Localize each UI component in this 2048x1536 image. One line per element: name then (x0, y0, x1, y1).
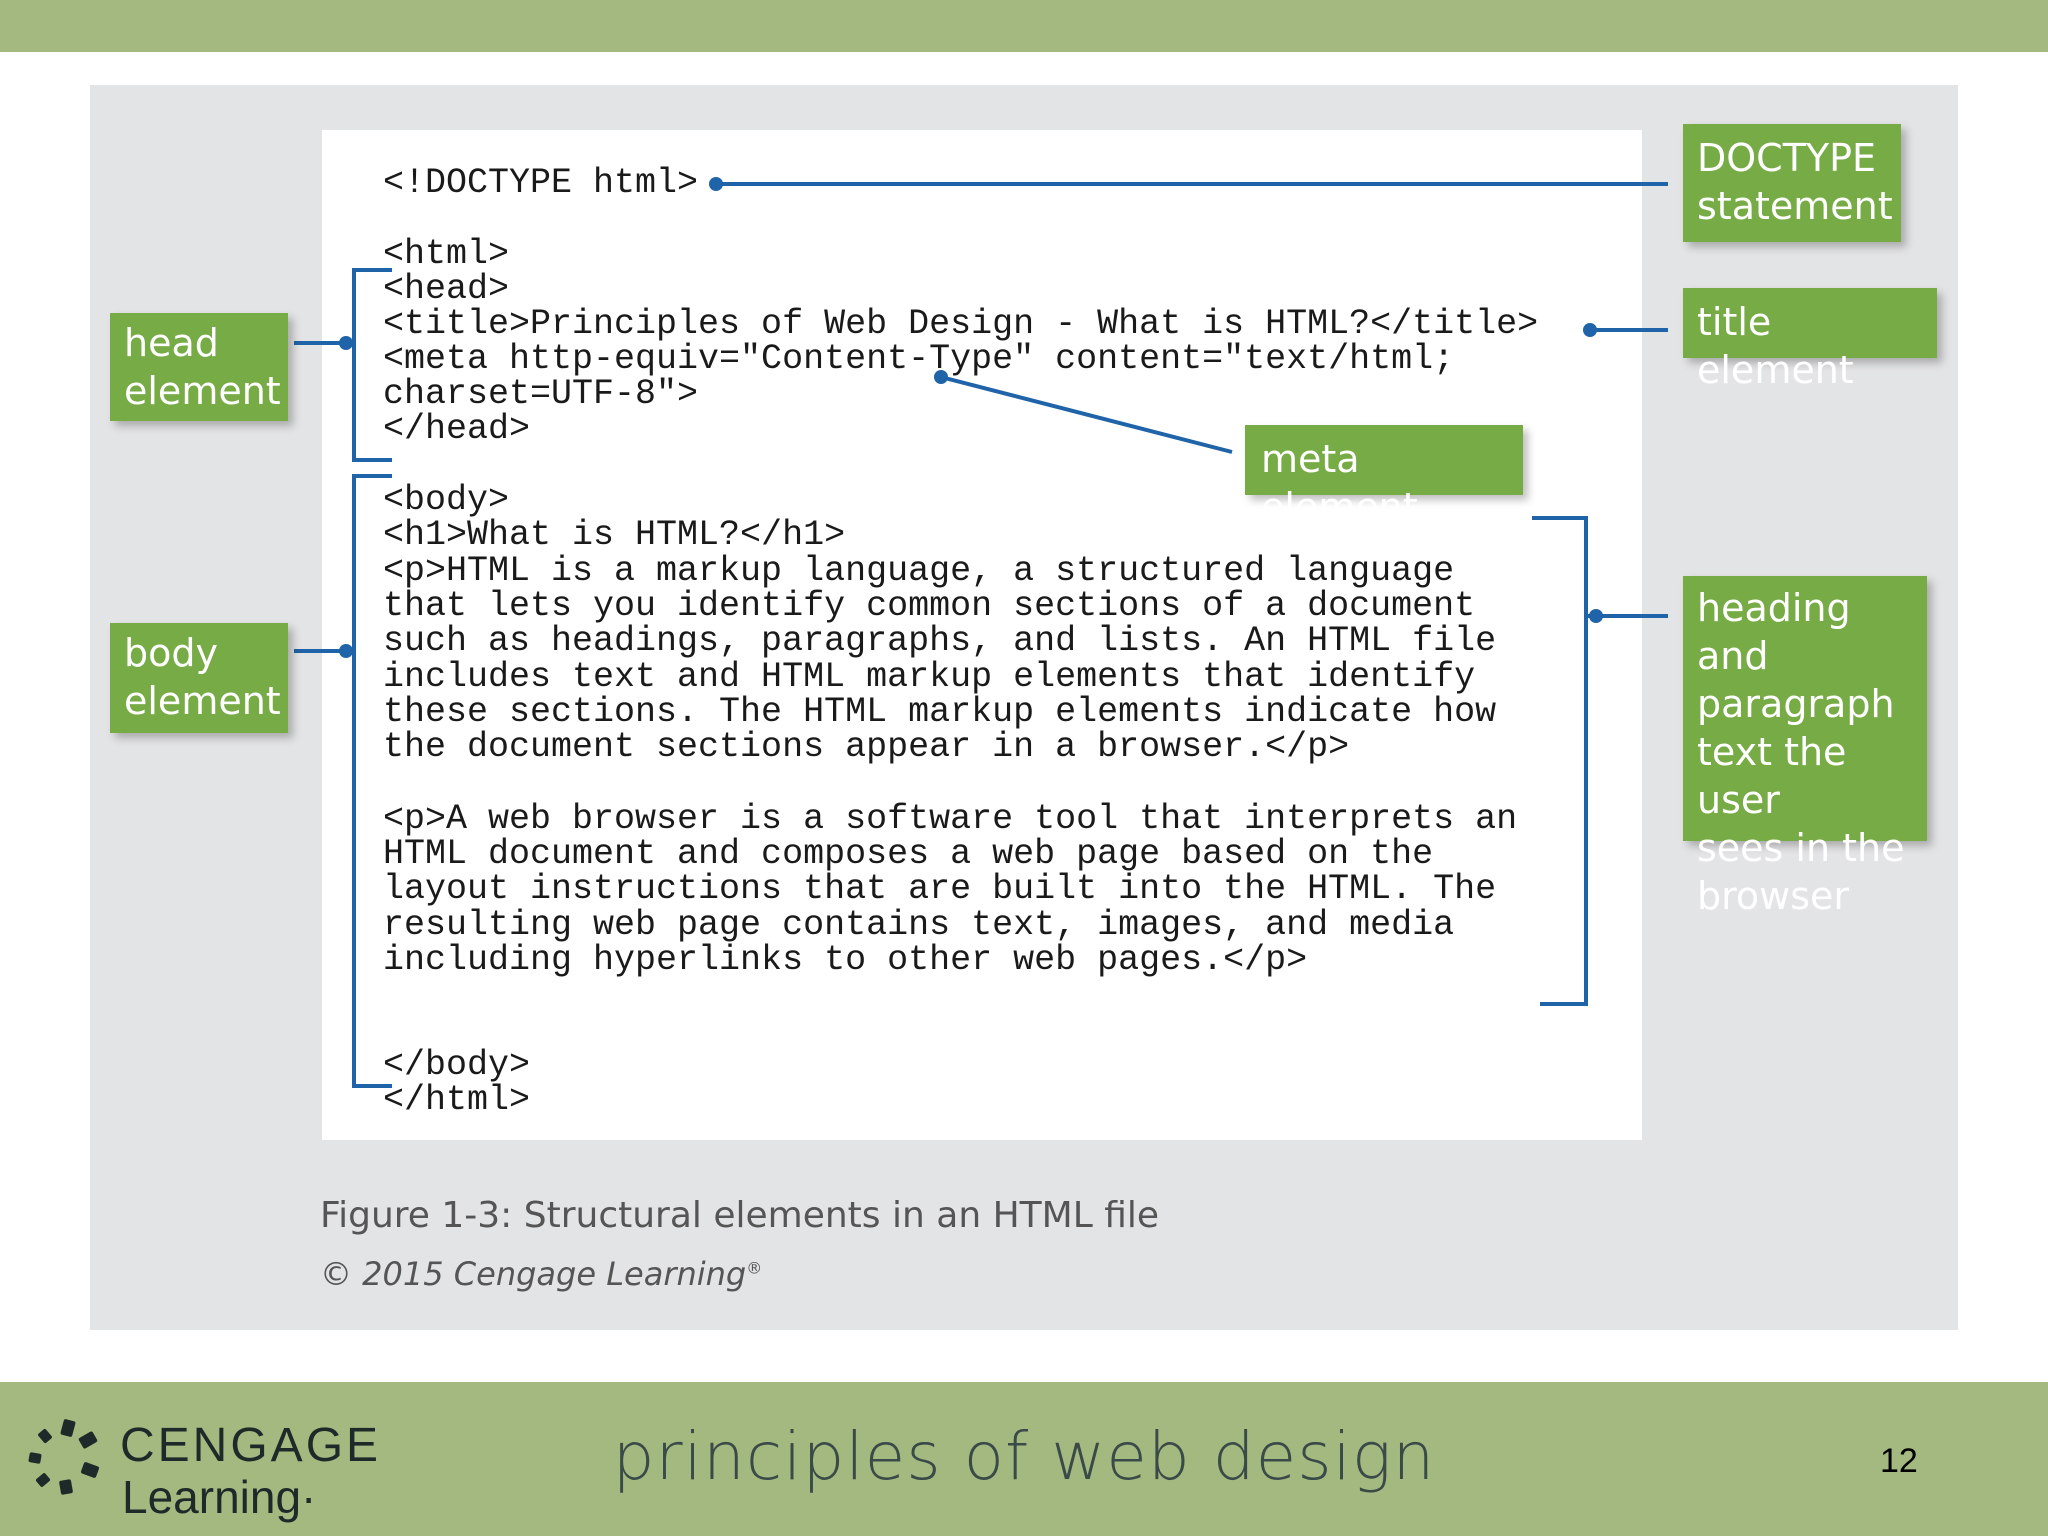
code-line-p2-5: including hyperlinks to other web pages.… (383, 940, 1308, 980)
heading-paragraph-dot (1589, 609, 1603, 623)
doctype-callout-line2: statement (1697, 184, 1893, 228)
heading-paragraph-callout-line1: heading and (1697, 586, 1851, 678)
code-line-p1-2: that lets you identify common sections o… (383, 586, 1476, 626)
meta-connector (940, 375, 1233, 454)
figure-caption: Figure 1-3: Structural elements in an HT… (320, 1195, 1160, 1236)
learning-logo-text: Learning· (122, 1470, 316, 1524)
code-line-body-close: </body> (383, 1045, 531, 1085)
code-line-p2-1: <p>A web browser is a software tool that… (383, 799, 1518, 839)
code-line-p1-5: these sections. The HTML markup elements… (383, 692, 1497, 732)
heading-paragraph-callout-line2: paragraph (1697, 682, 1895, 726)
title-callout-line1: title element (1697, 300, 1854, 392)
head-dot (339, 336, 353, 350)
heading-paragraph-callout-line4: sees in the (1697, 826, 1905, 870)
body-callout: body element (110, 623, 288, 733)
doctype-callout-line1: DOCTYPE (1697, 136, 1877, 180)
code-line-h1: <h1>What is HTML?</h1> (383, 515, 846, 555)
code-line-p1-3: such as headings, paragraphs, and lists.… (383, 621, 1497, 661)
body-callout-line1: body (124, 631, 218, 675)
page-number: 12 (1880, 1442, 1918, 1480)
top-band (0, 0, 2048, 52)
body-dot (339, 644, 353, 658)
footer-title: principles of web design (612, 1418, 1436, 1495)
code-line-p1-4: includes text and HTML markup elements t… (383, 657, 1476, 697)
code-line-charset: charset=UTF-8"> (383, 374, 699, 414)
code-line-html-open: <html> (383, 234, 510, 274)
code-line-p1-1: <p>HTML is a markup language, a structur… (383, 551, 1455, 591)
code-line-p2-4: resulting web page contains text, images… (383, 905, 1455, 945)
head-bracket (352, 268, 392, 462)
code-line-p2-3: layout instructions that are built into … (383, 869, 1497, 909)
head-callout-line1: head (124, 321, 219, 365)
code-line-head-close: </head> (383, 409, 531, 449)
heading-paragraph-callout: heading and paragraph text the user sees… (1683, 576, 1927, 918)
copyright-notice: © 2015 Cengage Learning® (320, 1255, 762, 1293)
copyright-text: © 2015 Cengage Learning (320, 1255, 747, 1293)
code-line-doctype: <!DOCTYPE html> (383, 163, 699, 203)
footer-band (0, 1382, 2048, 1536)
cengage-logo-icon (28, 1419, 100, 1495)
code-line-head-open: <head> (383, 269, 510, 309)
doctype-callout: DOCTYPE statement (1683, 124, 1901, 242)
code-line-html-close: </html> (383, 1080, 531, 1120)
registered-mark: ® (746, 1258, 763, 1278)
cengage-logo-text: CENGAGE (120, 1419, 382, 1472)
learning-tm: · (301, 1471, 317, 1523)
heading-paragraph-callout-line5: browser (1697, 874, 1850, 918)
code-line-p2-2: HTML document and composes a web page ba… (383, 834, 1434, 874)
code-line-meta: <meta http-equiv="Content-Type" content=… (383, 339, 1455, 379)
head-callout: head element (110, 313, 288, 421)
body-callout-line2: element (124, 679, 281, 723)
doctype-dot (709, 177, 723, 191)
code-line-p1-6: the document sections appear in a browse… (383, 727, 1350, 767)
title-callout: title element (1683, 288, 1937, 392)
heading-paragraph-bracket (1532, 516, 1588, 1006)
code-line-title: <title>Principles of Web Design - What i… (383, 304, 1539, 344)
meta-callout-line1: meta element (1261, 437, 1418, 529)
body-bracket (352, 474, 392, 1088)
title-dot (1583, 323, 1597, 337)
head-callout-line2: element (124, 369, 281, 413)
code-line-body-open: <body> (383, 480, 510, 520)
code-panel (322, 130, 1642, 1140)
meta-callout: meta element (1245, 425, 1523, 529)
heading-paragraph-callout-line3: text the user (1697, 730, 1847, 822)
meta-dot (934, 370, 948, 384)
learning-text: Learning (122, 1471, 302, 1523)
